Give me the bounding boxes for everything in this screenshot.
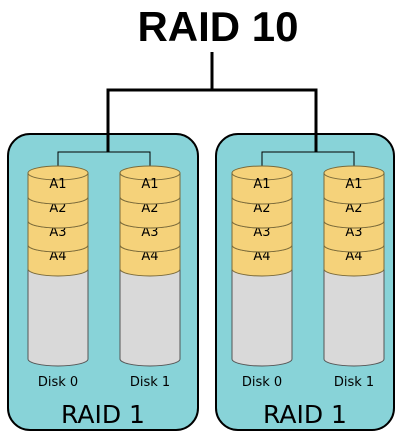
disk-cylinder: A4 A3 A2 A1 [27, 165, 89, 367]
block-label: A2 [253, 201, 270, 216]
data-block [231, 172, 293, 205]
data-block [119, 172, 181, 205]
disk-cylinder: A4 A3 A2 A1 [323, 165, 385, 367]
block-label: A3 [345, 225, 362, 240]
block-label: A4 [49, 249, 66, 264]
disk-label: Disk 1 [130, 375, 170, 390]
data-block-top [231, 165, 293, 181]
disk-label: Disk 0 [242, 375, 282, 390]
data-block [27, 196, 89, 229]
block-label: A4 [345, 249, 362, 264]
disk-cylinder: A4 A3 A2 A1 [119, 165, 181, 367]
disk-label: Disk 1 [334, 375, 374, 390]
disk-free-space [119, 268, 181, 367]
data-block [231, 244, 293, 277]
block-label: A2 [345, 201, 362, 216]
data-block [231, 196, 293, 229]
data-block-top [323, 165, 385, 181]
block-label: A4 [253, 249, 270, 264]
block-label: A4 [141, 249, 158, 264]
raid1-group-label: RAID 1 [263, 400, 347, 429]
data-block [27, 244, 89, 277]
data-block [323, 244, 385, 277]
block-label: A3 [253, 225, 270, 240]
block-label: A3 [141, 225, 158, 240]
data-block [119, 220, 181, 253]
mirror-bracket-line [57, 151, 151, 166]
mirror-bracket-line [261, 151, 355, 166]
data-block [119, 196, 181, 229]
disk-free-space [27, 268, 89, 367]
disk-free-space [323, 268, 385, 367]
data-block [231, 220, 293, 253]
block-label: A1 [49, 177, 66, 192]
data-block [323, 172, 385, 205]
block-label: A1 [345, 177, 362, 192]
block-label: A2 [141, 201, 158, 216]
block-label: A3 [49, 225, 66, 240]
data-block [27, 220, 89, 253]
disk-free-space [231, 268, 293, 367]
disk-label: Disk 0 [38, 375, 78, 390]
data-block [27, 172, 89, 205]
data-block-top [119, 165, 181, 181]
block-label: A1 [141, 177, 158, 192]
block-label: A1 [253, 177, 270, 192]
diagram-title: RAID 10 [137, 3, 298, 50]
data-block-top [27, 165, 89, 181]
data-block [323, 220, 385, 253]
data-block [323, 196, 385, 229]
data-block [119, 244, 181, 277]
raid1-group-label: RAID 1 [61, 400, 145, 429]
block-label: A2 [49, 201, 66, 216]
disk-cylinder: A4 A3 A2 A1 [231, 165, 293, 367]
